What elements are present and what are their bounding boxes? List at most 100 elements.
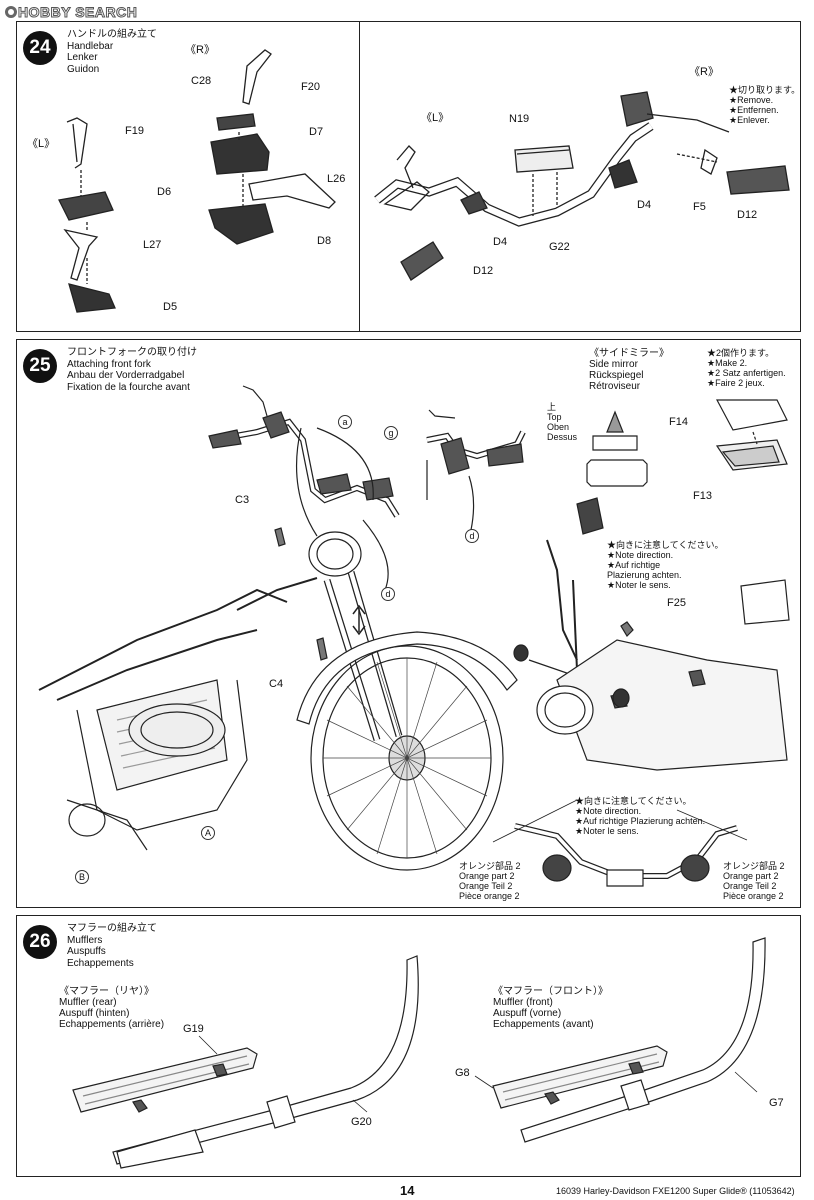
part-d12-right: D12 <box>737 209 758 221</box>
orange-left-fr: Pièce orange 2 <box>459 891 520 901</box>
top-ja: 上 <box>547 402 557 412</box>
orange-left-de: Orange Teil 2 <box>459 881 513 891</box>
make-2-note: ★2個作ります。 ★Make 2. ★2 Satz anfertigen. ★F… <box>707 348 786 388</box>
title-de: Lenker <box>67 52 98 63</box>
step-25-illustration <box>38 385 790 887</box>
direction2-ja: ★向きに注意してください。 <box>575 796 692 806</box>
title-en: Handlebar <box>67 40 114 52</box>
orange-left-en: Orange part 2 <box>459 871 515 881</box>
title-fr: Guidon <box>67 63 100 75</box>
footer-title: 16039 Harley-Davidson FXE1200 Super Glid… <box>556 1186 795 1196</box>
part-f20: F20 <box>301 81 320 93</box>
part-d8: D8 <box>317 235 332 247</box>
mirror-title-ja: 《サイドミラー》 <box>589 348 669 359</box>
make2-ja: ★2個作ります。 <box>707 348 775 358</box>
left-tag-b: 《L》 <box>421 112 450 124</box>
part-f19: F19 <box>125 125 144 137</box>
orange-right-de: Orange Teil 2 <box>723 881 777 891</box>
mirror-title-de: Rückspiegel <box>589 370 644 381</box>
step-number: 25 <box>23 349 57 383</box>
callout-big-b: B <box>75 870 89 884</box>
part-f14: F14 <box>669 416 688 428</box>
watermark-text: HOBBY SEARCH <box>17 4 138 21</box>
part-l26: L26 <box>327 173 346 185</box>
top-label: 上 Top Oben Dessus <box>547 402 577 442</box>
top-fr: Dessus <box>547 432 578 442</box>
step-26-illustration <box>72 937 766 1169</box>
page-number: 14 <box>400 1183 415 1198</box>
step-number: 26 <box>23 925 57 959</box>
part-d4-right: D4 <box>637 199 652 211</box>
part-l27: L27 <box>143 239 162 251</box>
callout-d-inset: d <box>465 529 479 543</box>
title-ja: フロントフォークの取り付け <box>67 347 197 358</box>
part-g7: G7 <box>769 1097 784 1109</box>
part-g19: G19 <box>183 1023 204 1035</box>
part-g8: G8 <box>455 1067 470 1079</box>
step-24-panel: 24 ハンドルの組み立て Handlebar Lenker Guidon <box>16 21 801 332</box>
direction2-en: ★Note direction. <box>575 806 642 816</box>
title-en: Attaching front fork <box>67 358 151 370</box>
remove-note-en: ★Remove. <box>729 95 774 105</box>
remove-note: ★切り取ります。 ★Remove. ★Entfernen. ★Enlever. <box>729 85 800 125</box>
part-f13: F13 <box>693 490 712 502</box>
callout-a: a <box>338 415 352 429</box>
direction-fr: ★Noter le sens. <box>607 580 671 590</box>
part-d7: D7 <box>309 126 324 138</box>
callout-big-a: A <box>201 826 215 840</box>
step-24-illustration <box>58 49 790 313</box>
step-25-panel: 25 フロントフォークの取り付け Attaching front fork An… <box>16 339 801 908</box>
title-ja: ハンドルの組み立て <box>67 29 157 40</box>
title-ja: マフラーの組み立て <box>67 923 157 934</box>
front-de: Auspuff (vorne) <box>493 1008 562 1019</box>
callout-g: g <box>384 426 398 440</box>
title-fr: Fixation de la fourche avant <box>67 381 190 393</box>
step-title: マフラーの組み立て Mufflers Auspuffs Echappements <box>67 923 157 969</box>
remove-note-de: ★Entfernen. <box>729 105 779 115</box>
title-en: Mufflers <box>67 934 103 946</box>
part-c28: C28 <box>191 75 212 87</box>
rear-muffler-title: 《マフラー（リヤ）》 Muffler (rear) Auspuff (hinte… <box>59 986 164 1030</box>
direction-note: ★向きに注意してください。 ★Note direction. ★Auf rich… <box>607 540 723 590</box>
rear-de: Auspuff (hinten) <box>59 1008 130 1019</box>
right-tag-b: 《R》 <box>689 66 719 78</box>
step-divider <box>359 22 360 331</box>
part-g22: G22 <box>549 241 570 253</box>
direction-de-2: Plazierung achten. <box>607 570 682 580</box>
direction-de-1: ★Auf richtige <box>607 560 661 570</box>
remove-note-fr: ★Enlever. <box>729 115 770 125</box>
mirror-title-en: Side mirror <box>589 359 638 370</box>
orange-right-en: Orange part 2 <box>723 871 779 881</box>
part-d12-left: D12 <box>473 265 494 277</box>
left-tag: 《L》 <box>27 138 56 150</box>
front-fr: Echappements (avant) <box>493 1019 594 1030</box>
top-en: Top <box>547 412 562 422</box>
part-c4: C4 <box>269 678 284 690</box>
front-muffler-title: 《マフラー（フロント）》 Muffler (front) Auspuff (vo… <box>493 986 608 1030</box>
part-f5: F5 <box>693 201 706 213</box>
mirror-title-fr: Rétroviseur <box>589 381 641 392</box>
direction-en: ★Note direction. <box>607 550 674 560</box>
direction-ja: ★向きに注意してください。 <box>607 540 724 550</box>
direction2-de: ★Auf richtige Plazierung achten. <box>575 816 706 826</box>
orange-part-left: オレンジ部品 2 Orange part 2 Orange Teil 2 Piè… <box>459 861 521 901</box>
rear-en: Muffler (rear) <box>59 997 117 1008</box>
callout-d: d <box>381 587 395 601</box>
step-26-panel: 26 マフラーの組み立て Mufflers Auspuffs Echappeme… <box>16 915 801 1177</box>
part-c3: C3 <box>235 494 250 506</box>
orange-right-fr: Pièce orange 2 <box>723 891 784 901</box>
title-de: Anbau der Vorderradgabel <box>67 370 185 381</box>
orange-part-right: オレンジ部品 2 Orange part 2 Orange Teil 2 Piè… <box>723 861 785 901</box>
title-de: Auspuffs <box>67 946 106 957</box>
part-n19: N19 <box>509 113 530 125</box>
step-title: ハンドルの組み立て Handlebar Lenker Guidon <box>67 29 157 75</box>
make2-fr: ★Faire 2 jeux. <box>707 378 765 388</box>
right-tag: 《R》 <box>185 44 215 56</box>
part-d4-left: D4 <box>493 236 508 248</box>
remove-note-ja: ★切り取ります。 <box>729 85 801 95</box>
make2-en: ★Make 2. <box>707 358 748 368</box>
direction2-fr: ★Noter le sens. <box>575 826 639 836</box>
rear-ja: 《マフラー（リヤ）》 <box>59 986 154 997</box>
watermark: HOBBY SEARCH <box>4 3 137 21</box>
orange-left-ja: オレンジ部品 2 <box>459 861 521 871</box>
